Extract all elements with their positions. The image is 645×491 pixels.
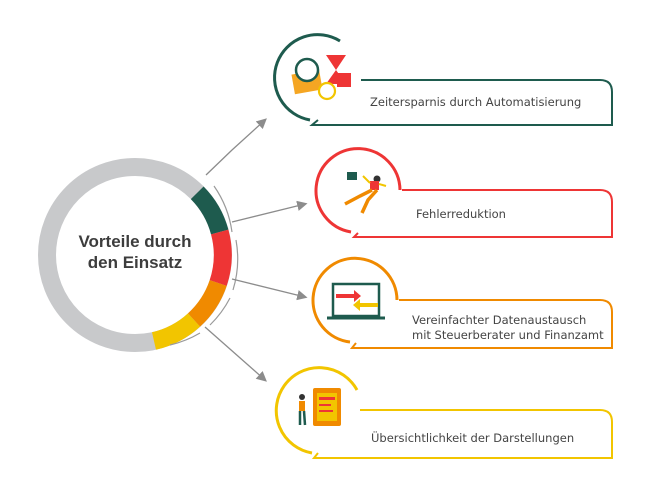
- ring-segment-red: [209, 229, 232, 286]
- benefit-item-2: Fehlerreduktion: [314, 147, 613, 238]
- center-ring: Vorteile durch den Einsatz: [38, 158, 239, 352]
- benefit-label-3-line2: mit Steuerberater und Finanzamt: [412, 328, 604, 342]
- benefit-label-2: Fehlerreduktion: [416, 207, 506, 221]
- benefit-label-4: Übersichtlichkeit der Darstellungen: [371, 429, 574, 445]
- arrow-2: [231, 200, 308, 223]
- benefit-item-3: Vereinfachter Datenaustausch mit Steuerb…: [311, 256, 613, 349]
- ring-segment-green: [190, 186, 229, 235]
- arrow-4: [204, 326, 267, 382]
- person-dashboard-icon: [298, 388, 341, 426]
- center-title-line1: Vorteile durch: [78, 232, 191, 251]
- connector-arrows: [204, 118, 308, 382]
- benefit-item-4: Übersichtlichkeit der Darstellungen: [274, 366, 613, 459]
- arrow-1: [205, 118, 267, 176]
- center-title-line2: den Einsatz: [88, 253, 182, 272]
- ring-segment-yellow: [151, 313, 201, 350]
- laptop-exchange-icon: [327, 282, 385, 320]
- benefit-label-1: Zeitersparnis durch Automatisierung: [370, 95, 581, 109]
- benefit-item-1: Zeitersparnis durch Automatisierung: [273, 33, 613, 126]
- clock-calendar-icon: [291, 55, 351, 101]
- falling-person-icon: [344, 172, 387, 214]
- benefit-label-3-line1: Vereinfachter Datenaustausch: [412, 313, 586, 327]
- ring-segment-orange: [187, 279, 227, 327]
- arrow-3: [231, 278, 308, 301]
